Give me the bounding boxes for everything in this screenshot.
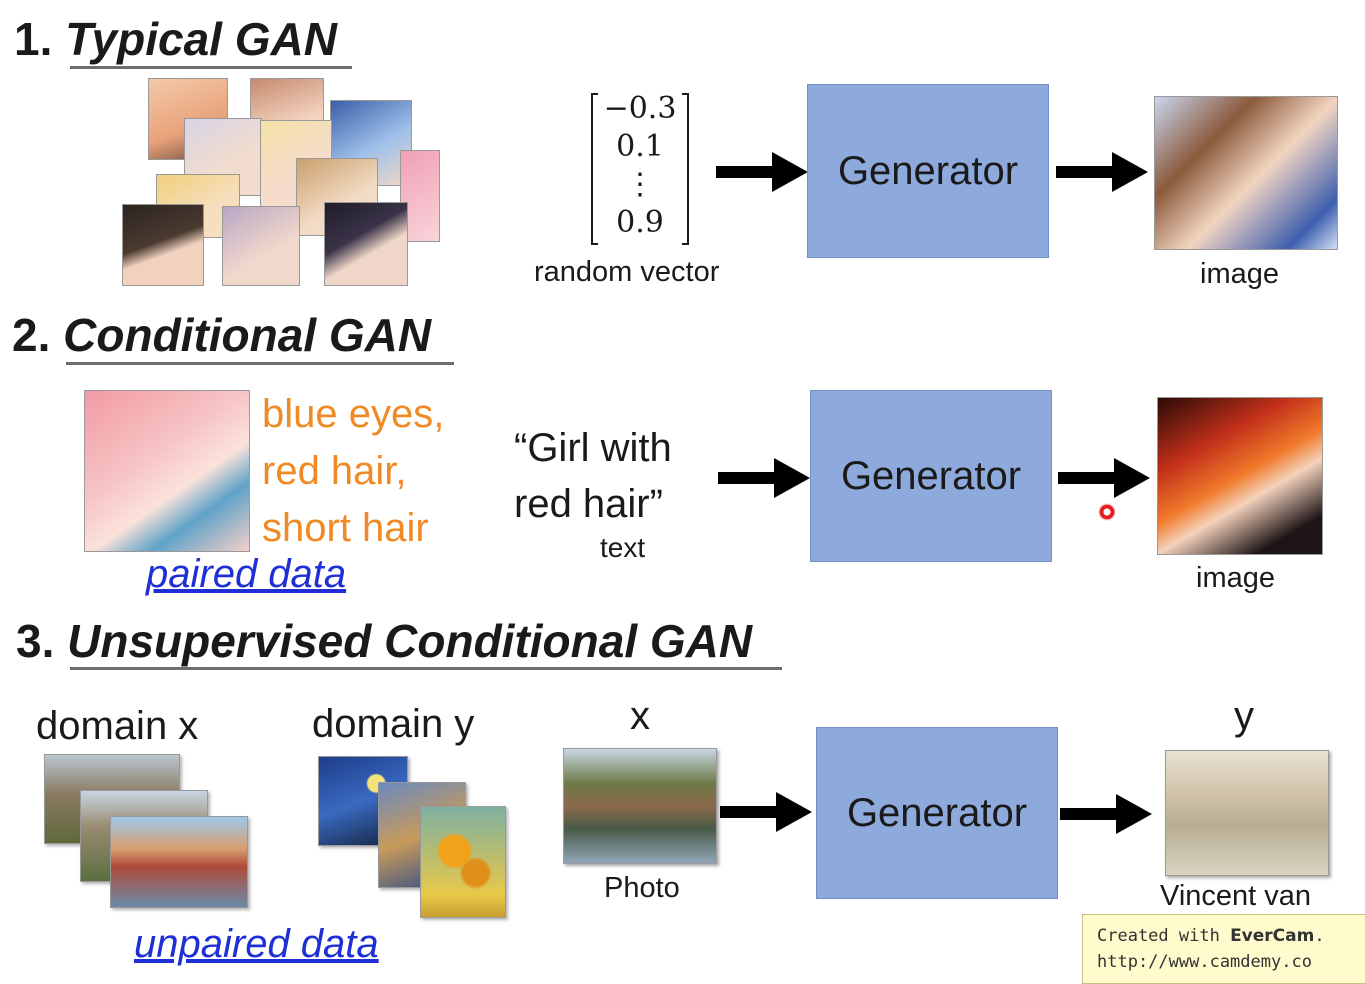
section-2-underline — [66, 362, 454, 365]
generator-box-3: Generator — [816, 727, 1058, 899]
generator-box-1: Generator — [807, 84, 1049, 258]
watermark-prefix: Created with — [1097, 926, 1231, 946]
evercam-watermark: Created with EverCam. http://www.camdemy… — [1082, 914, 1365, 984]
domain-x-label: domain x — [36, 704, 199, 748]
vector-value: ⋮ — [625, 167, 655, 202]
section-1-number: 1. — [14, 13, 53, 65]
vector-value: 0.1 — [616, 129, 664, 164]
arrow-right-icon — [1056, 152, 1148, 192]
text-label: text — [600, 532, 646, 563]
arrow-right-icon — [718, 458, 810, 498]
anime-faces-collage — [120, 78, 440, 286]
generated-image-1 — [1154, 96, 1338, 250]
paired-data-link[interactable]: paired data — [146, 552, 347, 596]
y-label: y — [1234, 694, 1254, 738]
section-3-underline — [70, 667, 782, 670]
generated-image-2 — [1157, 397, 1323, 555]
laser-pointer-icon — [1098, 503, 1116, 521]
output-image-label-1: image — [1200, 258, 1279, 290]
paired-face-image — [84, 390, 250, 552]
arrow-right-icon — [1060, 794, 1152, 834]
section-2-heading: 2. Conditional GAN — [12, 312, 431, 358]
domain-y-label: domain y — [312, 702, 475, 746]
attribute-tags: blue eyes, red hair, short hair — [262, 386, 444, 557]
matrix-brackets — [591, 93, 689, 245]
face-thumb — [122, 204, 204, 286]
section-1-title: Typical GAN — [65, 13, 337, 65]
generator-box-2: Generator — [810, 390, 1052, 562]
section-3-heading: 3. Unsupervised Conditional GAN — [16, 618, 752, 664]
x-label: x — [630, 694, 650, 738]
section-3-number: 3. — [16, 615, 55, 667]
watermark-suffix: . — [1314, 926, 1325, 946]
watermark-url: http://www.camdemy.co — [1097, 952, 1312, 972]
random-vector-matrix: −0.3 0.1 ⋮ 0.9 — [588, 90, 692, 248]
output-painting — [1165, 750, 1329, 876]
random-vector-label: random vector — [534, 256, 720, 288]
section-3-title: Unsupervised Conditional GAN — [67, 615, 753, 667]
domain-x-photo — [110, 816, 248, 908]
attribute-tag: blue eyes, — [262, 392, 445, 436]
vincent-van-label: Vincent van — [1160, 880, 1312, 912]
attribute-tag: red hair, — [262, 449, 407, 493]
section-1-heading: 1. Typical GAN — [14, 16, 337, 62]
watermark-brand: EverCam — [1230, 926, 1315, 946]
photo-label: Photo — [604, 872, 680, 904]
unpaired-data-link[interactable]: unpaired data — [134, 922, 379, 966]
domain-y-painting — [420, 806, 506, 918]
section-2-number: 2. — [12, 309, 51, 361]
input-photo — [563, 748, 717, 864]
arrow-right-icon — [1058, 458, 1150, 498]
arrow-right-icon — [716, 152, 808, 192]
text-condition-line: red hair” — [514, 482, 663, 526]
section-1-underline — [70, 66, 352, 69]
section-2-title: Conditional GAN — [63, 309, 432, 361]
vector-value: −0.3 — [603, 91, 677, 126]
output-image-label-2: image — [1196, 562, 1275, 594]
face-thumb — [222, 206, 300, 286]
arrow-right-icon — [720, 792, 812, 832]
face-thumb — [324, 202, 408, 286]
attribute-tag: short hair — [262, 506, 429, 550]
face-thumb — [400, 150, 440, 242]
vector-value: 0.9 — [616, 205, 664, 240]
text-condition-line: “Girl with — [514, 426, 672, 470]
text-condition: “Girl with red hair” — [514, 420, 672, 532]
